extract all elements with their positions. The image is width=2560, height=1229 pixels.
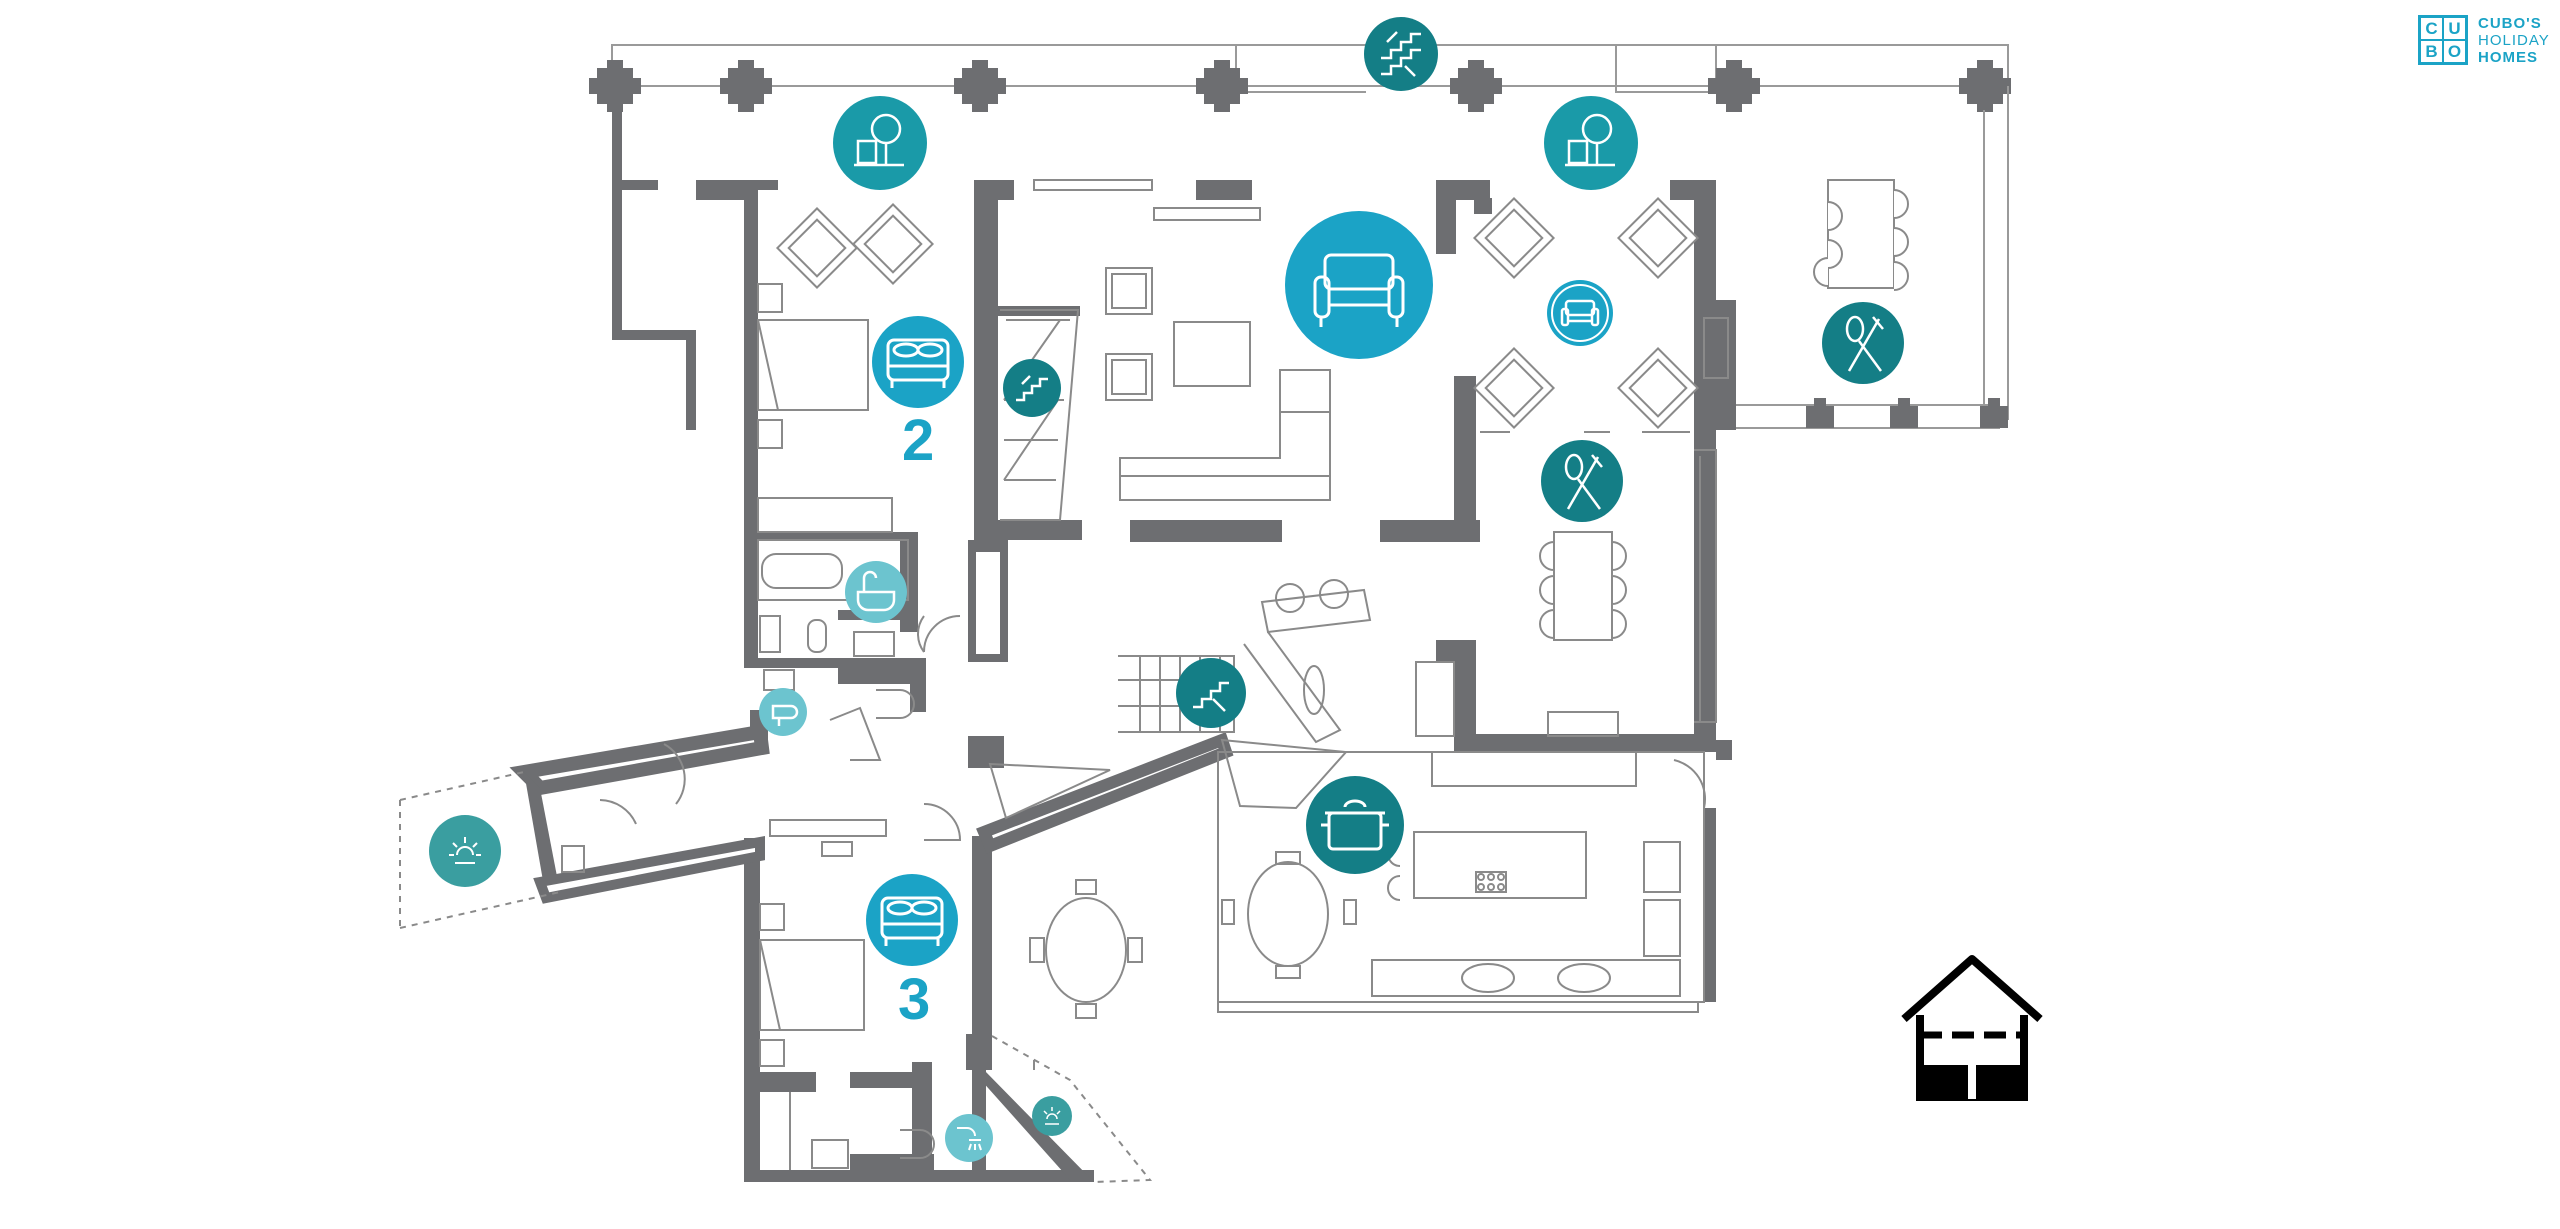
logo-letter: B	[2420, 40, 2443, 63]
furniture-lines	[399, 179, 1729, 1183]
stairs-icon	[1176, 658, 1246, 728]
living-room-sofa-icon	[1285, 211, 1433, 359]
right-terrace	[1720, 86, 2009, 429]
logo-mark: C U B O	[2418, 15, 2468, 65]
logo-line2: HOLIDAY	[2478, 31, 2550, 49]
brand-logo: C U B O CUBO'S HOLIDAY HOMES	[2418, 14, 2550, 66]
dining-icon	[1822, 302, 1904, 384]
angled-corridor-walls	[509, 723, 1234, 904]
stairs-icon	[1003, 359, 1061, 417]
kitchen-pot-icon	[1306, 776, 1404, 874]
house-floor-indicator-icon	[1901, 955, 2043, 1101]
bedroom-2-number: 2	[902, 408, 935, 473]
shower-icon	[945, 1114, 993, 1162]
bathtub-icon	[845, 561, 907, 623]
bedroom-double-bed-icon	[872, 316, 964, 408]
sun-patio-icon	[429, 815, 501, 887]
dining-icon	[1541, 440, 1623, 522]
terrace-garden-icon	[833, 96, 927, 190]
terrace-dining-set	[1813, 179, 1909, 291]
bedroom-double-bed-icon	[866, 874, 958, 966]
sun-patio-icon	[1032, 1096, 1072, 1136]
logo-letter: C	[2420, 17, 2443, 40]
toilet-sink-icon	[759, 688, 807, 736]
terrace-garden-icon	[1544, 96, 1638, 190]
logo-line1: CUBO'S	[2478, 14, 2542, 32]
logo-letter: O	[2443, 40, 2466, 63]
bedroom-3-number: 3	[898, 967, 931, 1032]
logo-line3: HOMES	[2478, 48, 2539, 66]
logo-wordmark: CUBO'S HOLIDAY HOMES	[2478, 15, 2550, 66]
stairs-icon	[1364, 17, 1438, 91]
top-terrace	[611, 44, 2009, 93]
logo-letter: U	[2443, 17, 2466, 40]
armchair-icon	[1547, 280, 1613, 346]
right-terrace-posts	[1806, 398, 2008, 428]
